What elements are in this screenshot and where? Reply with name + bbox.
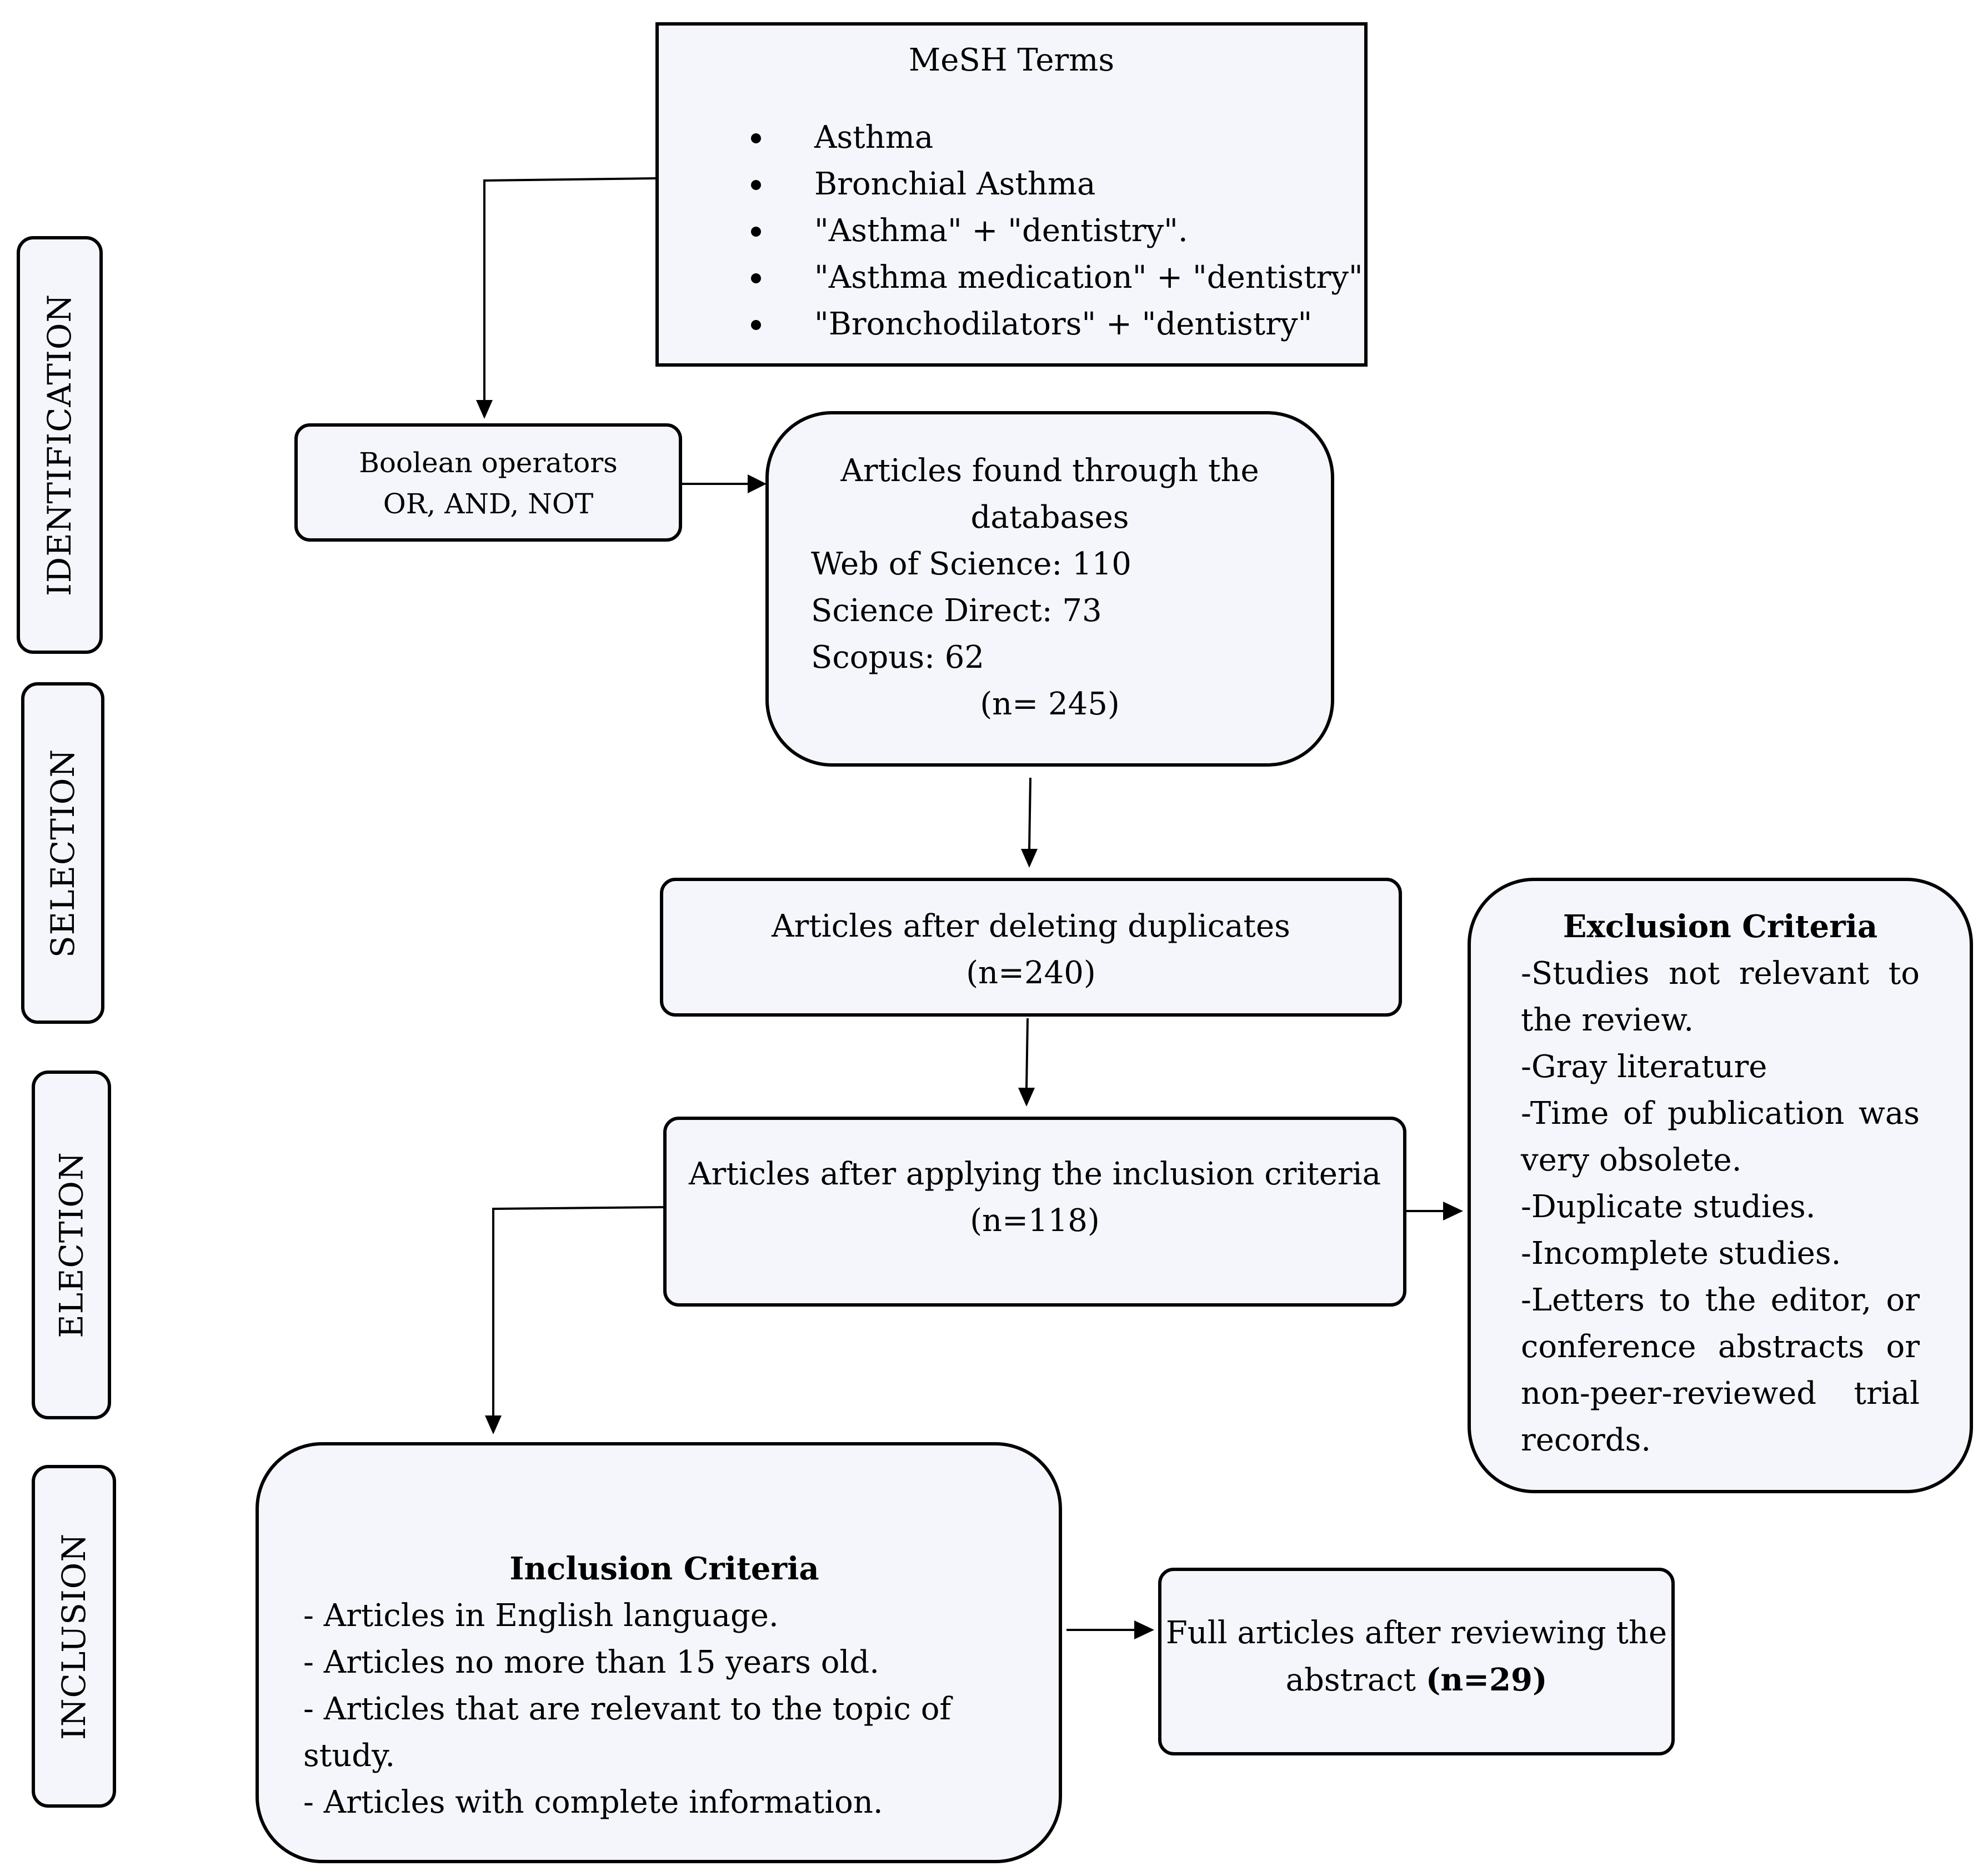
inclusion-applied-box: Articles after applying the inclusion cr…: [663, 1117, 1406, 1307]
mesh-terms-box: MeSH Terms Asthma Bronchial Asthma "Asth…: [655, 22, 1368, 367]
list-item: "Bronchodilators" + "dentistry": [659, 301, 1364, 348]
arrow-mesh-to-boolean: [483, 177, 656, 400]
full-line-2-text: abstract: [1285, 1662, 1416, 1698]
stage-label: IDENTIFICATION: [41, 293, 79, 597]
boolean-line-1: Boolean operators: [359, 447, 618, 479]
stage-label: INCLUSION: [55, 1533, 93, 1740]
list-item: -Time of publication was very obsolete.: [1521, 1095, 1920, 1178]
exclusion-title: Exclusion Criteria: [1521, 903, 1920, 950]
list-item: -Incomplete studies.: [1521, 1235, 1841, 1272]
found-total: (n= 245): [980, 686, 1120, 722]
inclusion-title-text: Inclusion Criteria: [509, 1550, 819, 1587]
boolean-operators-box: Boolean operators OR, AND, NOT: [294, 423, 682, 542]
duplicates-box: Articles after deleting duplicates (n=24…: [660, 878, 1402, 1017]
list-item: - Articles in English language.: [303, 1598, 779, 1634]
inclusion-title: Inclusion Criteria: [303, 1545, 1025, 1593]
exclusion-criteria-box: Exclusion Criteria -Studies not relevant…: [1468, 878, 1973, 1493]
list-item: Bronchial Asthma: [659, 161, 1364, 208]
found-line-2: databases: [970, 499, 1129, 536]
full-articles-box: Full articles after reviewing the abstra…: [1158, 1568, 1675, 1755]
found-item: Scopus: 62: [811, 639, 985, 676]
duplicates-line-1: Articles after deleting duplicates: [772, 908, 1290, 944]
duplicates-line-2: (n=240): [966, 955, 1096, 991]
exclusion-title-text: Exclusion Criteria: [1563, 908, 1878, 945]
full-line-1: Full articles after reviewing the: [1165, 1615, 1667, 1651]
mesh-terms-title: MeSH Terms: [908, 42, 1115, 78]
list-item: -Studies not relevant to the review.: [1521, 955, 1920, 1038]
articles-found-box: Articles found through the databases Web…: [765, 411, 1334, 767]
stage-election: ELECTION: [32, 1070, 111, 1419]
arrow-applied-to-inclusion: [492, 1206, 665, 1415]
arrow-duplicates-to-applied: [1025, 1018, 1029, 1088]
stage-identification: IDENTIFICATION: [17, 236, 103, 654]
list-item: - Articles no more than 15 years old.: [303, 1644, 880, 1680]
applied-line-1: Articles after applying the inclusion cr…: [689, 1156, 1381, 1192]
list-item: - Articles that are relevant to the topi…: [303, 1691, 952, 1774]
stage-selection: SELECTION: [21, 682, 104, 1024]
mesh-terms-list: Asthma Bronchial Asthma "Asthma" + "dent…: [659, 114, 1364, 348]
full-line-2: abstract (n=29): [1161, 1657, 1671, 1704]
list-item: "Asthma" + "dentistry".: [659, 208, 1364, 254]
boolean-line-2: OR, AND, NOT: [383, 488, 594, 520]
list-item: "Asthma medication" + "dentistry": [659, 254, 1364, 301]
list-item: Asthma: [659, 114, 1364, 161]
stage-inclusion: INCLUSION: [32, 1465, 116, 1808]
list-item: -Duplicate studies.: [1521, 1189, 1816, 1225]
list-item: - Articles with complete information.: [303, 1784, 883, 1820]
stage-label: ELECTION: [52, 1152, 91, 1338]
found-item: Science Direct: 73: [811, 593, 1102, 629]
list-item: -Gray literature: [1521, 1049, 1767, 1085]
arrow-found-to-duplicates: [1028, 777, 1031, 849]
found-line-1: Articles found through the: [840, 453, 1259, 489]
inclusion-criteria-box: Inclusion Criteria - Articles in English…: [256, 1442, 1062, 1863]
stage-label: SELECTION: [44, 748, 82, 958]
found-item: Web of Science: 110: [811, 546, 1131, 582]
full-count: (n=29): [1425, 1662, 1548, 1698]
applied-line-2: (n=118): [970, 1203, 1100, 1239]
list-item: -Letters to the editor, or conference ab…: [1521, 1282, 1920, 1458]
